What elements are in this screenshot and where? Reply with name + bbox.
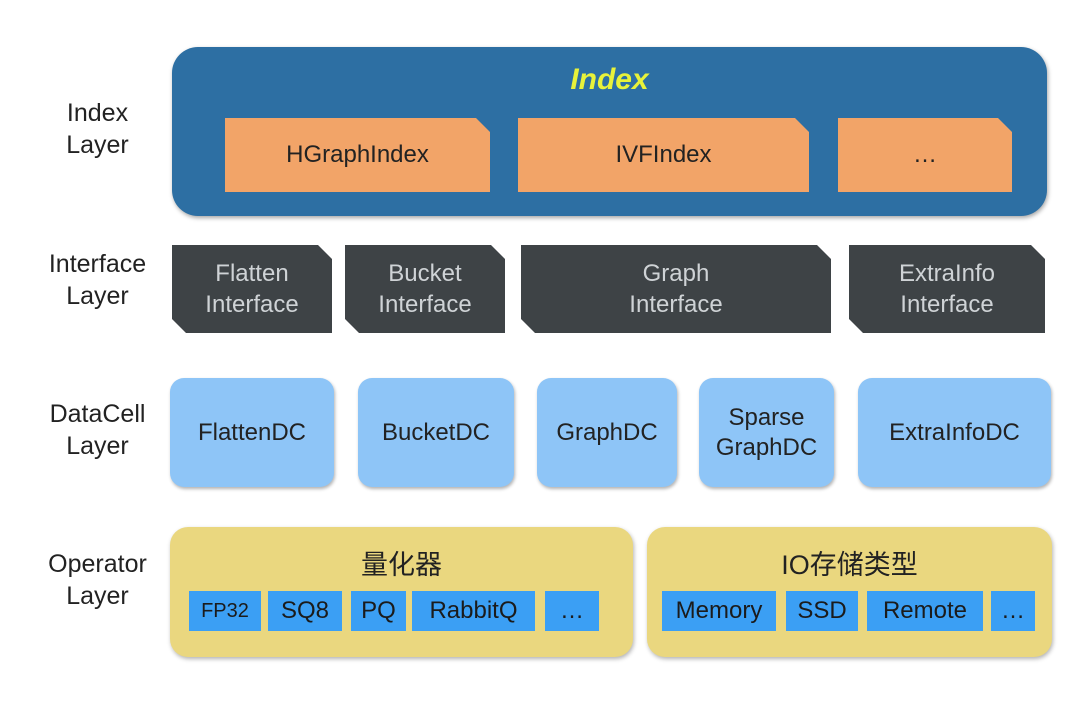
index-layer-label-line1: Index <box>66 99 129 127</box>
quantizer-chip-pq: PQ <box>351 591 406 631</box>
io-chip-memory: Memory <box>662 591 776 631</box>
interface-flatten-line1: Flatten <box>215 260 289 287</box>
datacell-sparsegraphdc-line1: Sparse <box>728 403 805 431</box>
datacell-box-flattendc: FlattenDC <box>170 378 334 487</box>
datacell-bucketdc-label: BucketDC <box>381 418 491 446</box>
interface-graph-line1: Graph <box>642 260 710 287</box>
quantizer-chip-rabbitq: RabbitQ <box>412 591 535 631</box>
quantizer-chip-sq8: SQ8 <box>268 591 342 631</box>
datacell-flattendc-label: FlattenDC <box>197 418 307 446</box>
datacell-layer-label-line2: Layer <box>66 432 129 460</box>
io-storage-title: IO存储类型 <box>781 550 918 580</box>
quantizer-chip-more: … <box>545 591 599 631</box>
interface-layer-label: Interface Layer <box>30 248 165 312</box>
interface-extrainfo-line1: ExtraInfo <box>898 260 996 287</box>
interface-box-graph: Graph Interface <box>521 245 831 333</box>
io-chip-more: … <box>991 591 1035 631</box>
index-box-more: … <box>838 118 1012 192</box>
interface-box-bucket: Bucket Interface <box>345 245 505 333</box>
datacell-box-bucketdc: BucketDC <box>358 378 514 487</box>
index-box-hgraphindex: HGraphIndex <box>225 118 490 192</box>
operator-layer-label: Operator Layer <box>30 548 165 612</box>
datacell-box-sparsegraphdc: Sparse GraphDC <box>699 378 834 487</box>
io-chip-remote: Remote <box>867 591 983 631</box>
interface-box-extrainfo: ExtraInfo Interface <box>849 245 1045 333</box>
interface-box-flatten: Flatten Interface <box>172 245 332 333</box>
index-title: Index <box>570 63 649 96</box>
quantizer-title: 量化器 <box>361 550 442 580</box>
datacell-box-extrainfodc: ExtraInfoDC <box>858 378 1051 487</box>
index-layer-label-line2: Layer <box>66 131 129 159</box>
datacell-layer-label-line1: DataCell <box>49 400 146 428</box>
interface-extrainfo-line2: Interface <box>900 291 994 318</box>
datacell-extrainfodc-label: ExtraInfoDC <box>889 418 1020 446</box>
operator-layer-label-line1: Operator <box>48 550 147 578</box>
datacell-layer-label: DataCell Layer <box>30 398 165 462</box>
quantizer-chip-fp32: FP32 <box>189 591 261 631</box>
operator-layer-label-line2: Layer <box>66 582 129 610</box>
interface-flatten-line2: Interface <box>205 291 299 318</box>
index-box-ivfindex: IVFIndex <box>518 118 809 192</box>
interface-graph-line2: Interface <box>629 291 723 318</box>
index-layer-label: Index Layer <box>30 97 165 161</box>
interface-bucket-line2: Interface <box>378 291 472 318</box>
interface-bucket-line1: Bucket <box>388 260 462 287</box>
datacell-sparsegraphdc-line2: GraphDC <box>715 433 818 461</box>
interface-layer-label-line1: Interface <box>48 250 147 278</box>
datacell-graphdc-label: GraphDC <box>556 418 658 446</box>
io-chip-ssd: SSD <box>786 591 858 631</box>
datacell-box-graphdc: GraphDC <box>537 378 677 487</box>
interface-layer-label-line2: Layer <box>66 282 129 310</box>
